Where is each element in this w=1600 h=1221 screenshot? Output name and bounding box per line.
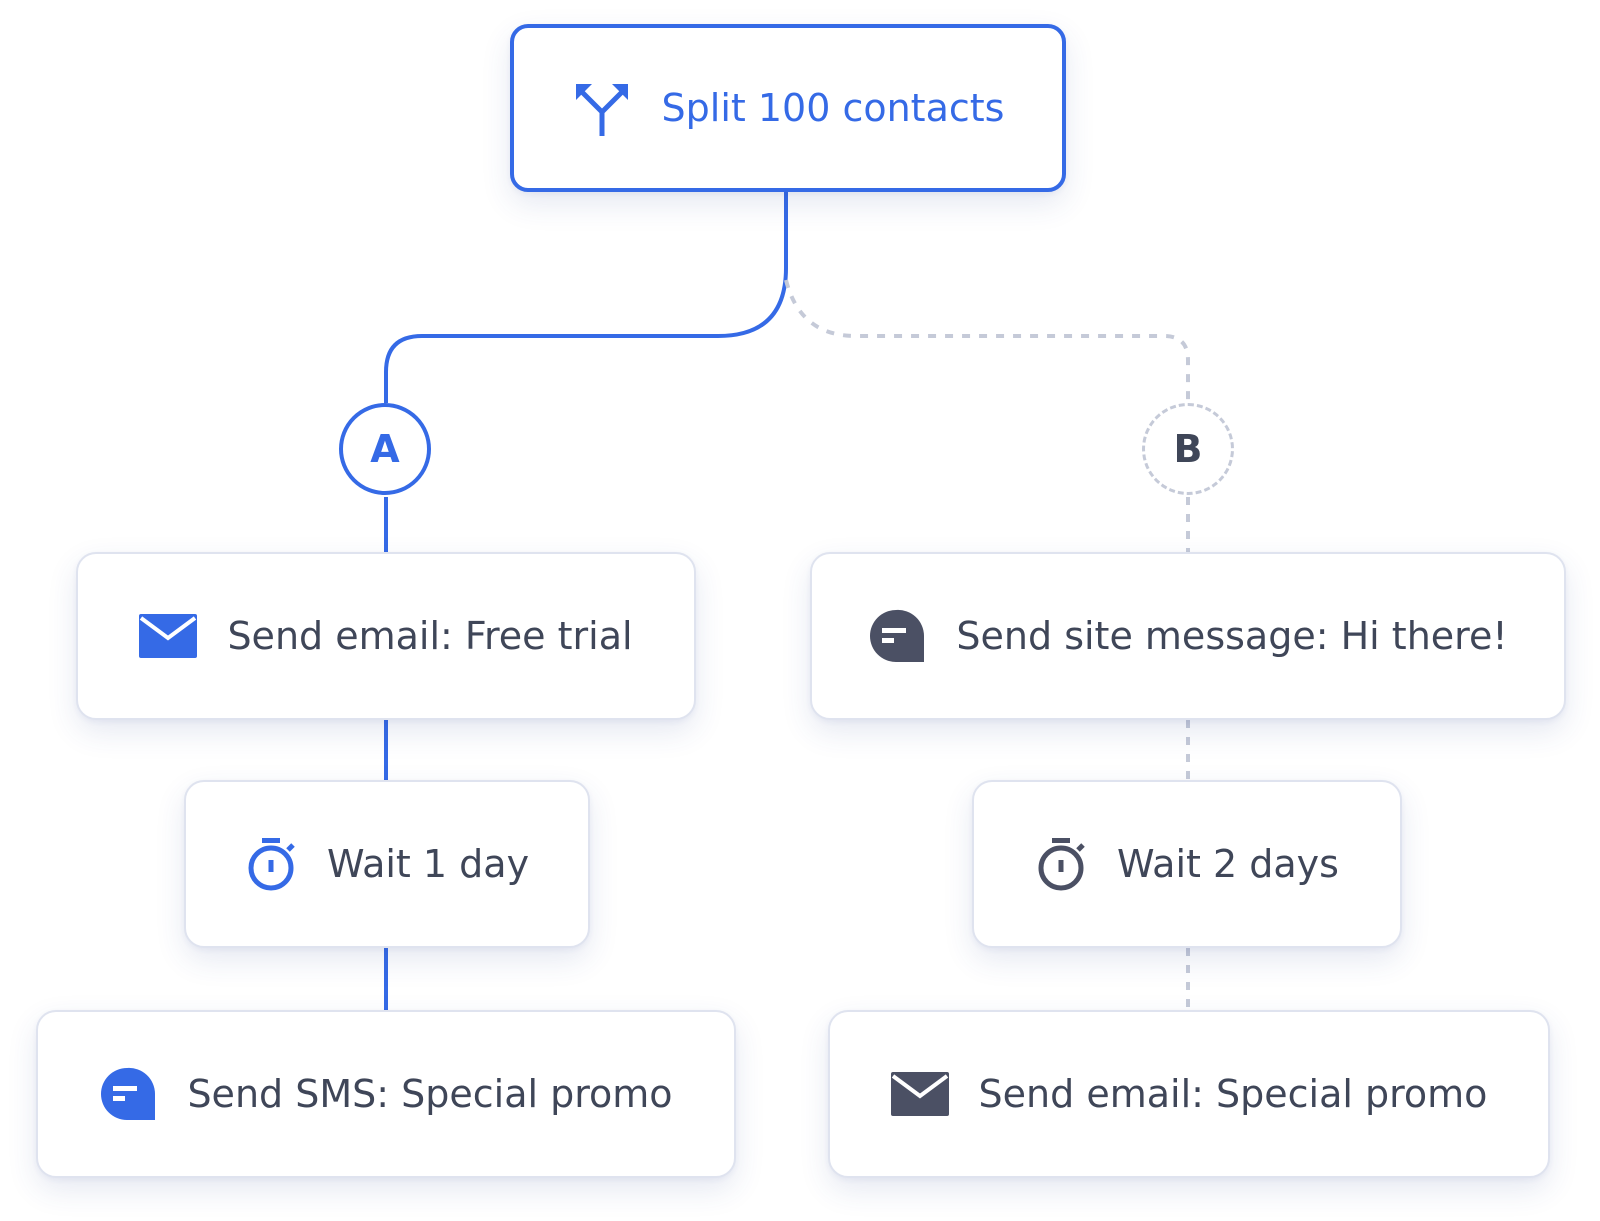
branch-a-letter: A [370,427,400,471]
split-node[interactable]: Split 100 contacts [510,24,1066,192]
step-wait-1-day[interactable]: Wait 1 day [184,780,590,948]
envelope-icon [139,614,198,658]
step-send-email-special-promo[interactable]: Send email: Special promo [828,1010,1550,1178]
stopwatch-icon [1035,836,1087,892]
step-label: Wait 1 day [326,842,530,886]
connector-split-to-a [384,190,788,403]
branch-b-badge[interactable]: B [1142,403,1234,495]
step-label: Wait 2 days [1117,842,1339,886]
split-arrows-icon [572,78,632,138]
branch-a-badge[interactable]: A [339,403,431,495]
split-label: Split 100 contacts [661,86,1005,130]
step-wait-2-days[interactable]: Wait 2 days [972,780,1402,948]
branch-b-letter: B [1173,427,1203,471]
step-send-sms-special-promo[interactable]: Send SMS: Special promo [36,1010,736,1178]
connector-split-to-b [784,279,1190,403]
step-label: Send email: Free trial [227,614,633,658]
stopwatch-icon [245,836,297,892]
step-label: Send site message: Hi there! [956,614,1508,658]
step-label: Send SMS: Special promo [187,1072,673,1116]
step-label: Send email: Special promo [978,1072,1488,1116]
envelope-icon [890,1072,949,1116]
chat-bubble-icon [868,608,926,664]
step-send-email-free-trial[interactable]: Send email: Free trial [76,552,696,720]
step-send-site-message[interactable]: Send site message: Hi there! [810,552,1566,720]
chat-bubble-icon [99,1066,157,1122]
